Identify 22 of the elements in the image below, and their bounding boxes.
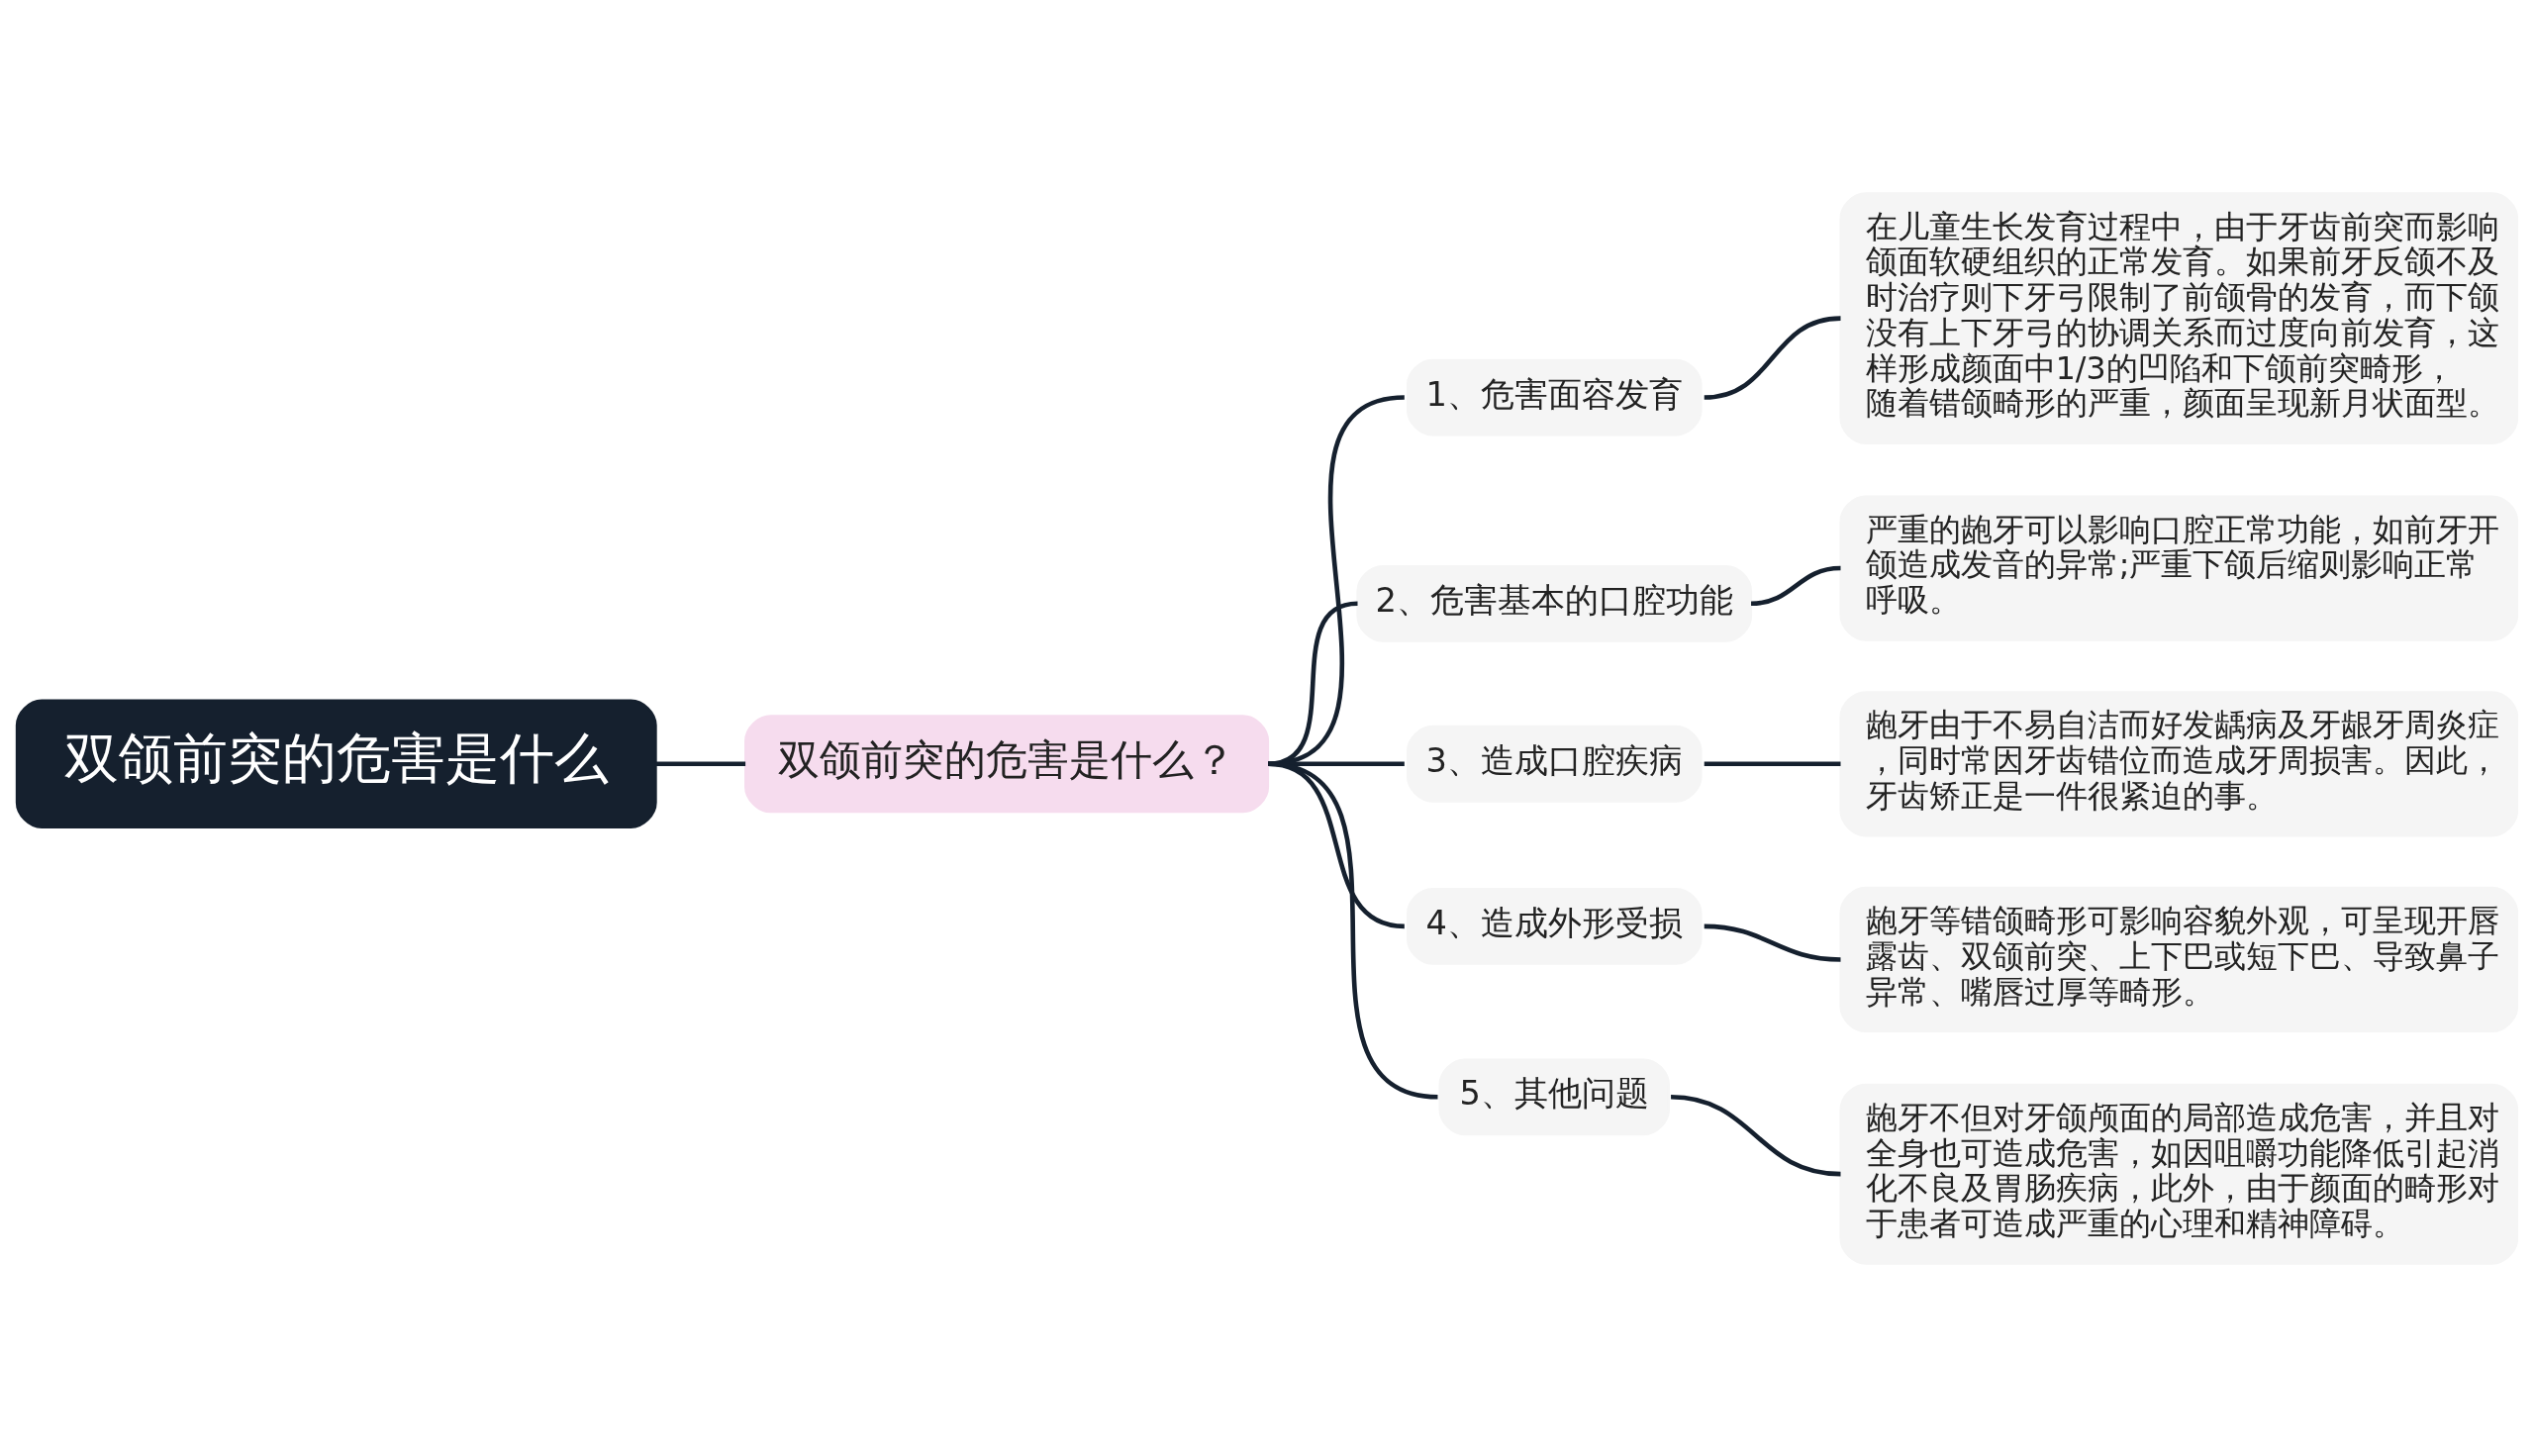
node-box: 1、危害面容发育 <box>1406 358 1703 436</box>
connector <box>1670 1094 1841 1176</box>
connector <box>1267 760 1406 928</box>
node-box: 在儿童生长发育过程中，由于牙齿前突而影响颌面软硬组织的正常发育。如果前牙反颌不及时治疗则下牙弓限制了前颌骨的发育，而下颌没有上下牙弓的协调关系而过度向前发育，这样形成颜面中1/3的凹陷和下颌前突畸形，随着错颌畸形的严重，颜面呈现新月状面型。 <box>1839 191 2519 444</box>
node-box: 双颌前突的危害是什么？ <box>744 714 1270 813</box>
connector <box>1704 923 1841 962</box>
connector <box>1267 761 1438 1100</box>
connector <box>1750 565 1841 606</box>
node-box: 2、危害基本的口腔功能 <box>1356 564 1753 642</box>
node-box: 4、造成外形受损 <box>1406 887 1703 965</box>
connector <box>655 760 746 766</box>
node-box: 龅牙不但对牙颌颅面的局部造成危害，并且对全身也可造成危害，如因咀嚼功能降低引起消化不良及胃肠疾病，此外，由于颜面的畸形对于患者可造成严重的心理和精神障碍。 <box>1839 1083 2519 1265</box>
node-box: 严重的龅牙可以影响口腔正常功能，如前牙开颌造成发音的异常;严重下颌后缩则影响正常呼吸。 <box>1839 494 2519 641</box>
connector <box>1268 760 1405 766</box>
connector <box>1704 760 1841 766</box>
node-box: 5、其他问题 <box>1438 1057 1670 1135</box>
node-box: 双颌前突的危害是什么 <box>15 699 657 828</box>
node-box: 3、造成口腔疾病 <box>1406 725 1703 803</box>
connector <box>1704 315 1841 400</box>
connector <box>1267 394 1406 766</box>
node-box: 龅牙由于不易自洁而好发龋病及牙龈牙周炎症，同时常因牙齿错位而造成牙周损害。因此，牙齿矫正是一件很紧迫的事。 <box>1839 690 2519 836</box>
node-box: 龅牙等错颌畸形可影响容貌外观，可呈现开唇露齿、双颌前突、上下巴或短下巴、导致鼻子异常、嘴唇过厚等畸形。 <box>1839 886 2519 1032</box>
